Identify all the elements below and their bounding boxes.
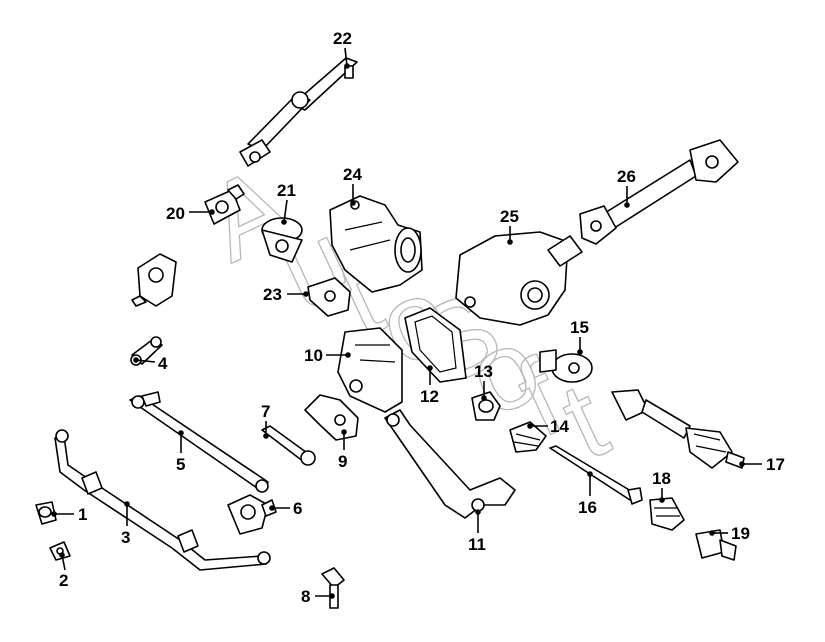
callout-9: 9 (338, 429, 347, 471)
part-gasket (404, 307, 467, 383)
callout-label: 10 (304, 346, 323, 365)
callout-label: 17 (766, 455, 785, 474)
callout-label: 4 (158, 354, 168, 373)
part-differential-carrier (455, 231, 583, 326)
part-idler-arm (227, 494, 277, 535)
callout-label: 2 (59, 571, 68, 590)
callout-25: 25 (500, 207, 519, 245)
callout-12: 12 (420, 365, 439, 406)
callout-label: 1 (78, 505, 87, 524)
callout-label: 5 (176, 455, 185, 474)
callout-label: 26 (617, 167, 636, 186)
callout-label: 22 (333, 29, 352, 48)
callout-label: 15 (570, 318, 589, 337)
callout-21: 21 (277, 181, 296, 225)
part-bracket (307, 277, 351, 317)
callouts: 22 20 21 24 23 25 (51, 29, 785, 606)
part-tie-rod-end (261, 425, 316, 466)
callout-label: 8 (301, 587, 310, 606)
callout-label: 25 (500, 207, 519, 226)
callout-label: 13 (474, 362, 493, 381)
callout-label: 9 (338, 452, 347, 471)
callout-4: 4 (133, 354, 168, 373)
part-axle-shaft (549, 445, 643, 505)
callout-14: 14 (527, 417, 569, 436)
part-hub-flange (539, 349, 593, 383)
callout-6: 6 (269, 499, 302, 518)
callout-24: 24 (343, 165, 362, 206)
callout-label: 20 (166, 204, 185, 223)
callout-15: 15 (570, 318, 589, 355)
part-control-arm (384, 409, 516, 519)
callout-label: 18 (652, 469, 671, 488)
callout-23: 23 (263, 285, 309, 304)
part-universal-joint (204, 184, 245, 225)
callout-label: 11 (468, 535, 486, 554)
part-power-steering-pump (131, 253, 177, 307)
callout-5: 5 (176, 430, 185, 474)
callout-1: 1 (51, 505, 87, 524)
part-tie-rod (129, 391, 269, 493)
callout-2: 2 (59, 552, 68, 590)
callout-26: 26 (617, 167, 636, 208)
callout-label: 21 (277, 181, 296, 200)
callout-13: 13 (474, 362, 493, 401)
part-clamp (49, 541, 71, 561)
callout-11: 11 (468, 509, 486, 554)
callout-8: 8 (301, 587, 335, 606)
part-stabilizer-bar (54, 429, 271, 571)
callout-label: 12 (420, 387, 439, 406)
part-cv-boot-small (509, 421, 547, 453)
callout-19: 19 (709, 524, 750, 543)
part-cv-joint (695, 529, 737, 561)
callout-20: 20 (166, 204, 215, 223)
callout-10: 10 (304, 346, 351, 365)
part-bushing (35, 501, 57, 525)
callout-label: 7 (261, 402, 270, 421)
part-drive-shaft (611, 389, 745, 469)
callout-18: 18 (652, 469, 671, 503)
callout-3: 3 (121, 501, 130, 547)
part-steering-gear (329, 195, 423, 293)
callout-22: 22 (333, 29, 352, 69)
part-mount-bracket (304, 394, 359, 441)
callout-label: 24 (343, 165, 362, 184)
callout-label: 3 (121, 528, 130, 547)
part-flange-coupler (261, 217, 303, 263)
callout-label: 6 (293, 499, 302, 518)
part-stud-bolt (321, 567, 345, 609)
part-steering-shaft (239, 57, 358, 167)
part-differential-bushing (471, 391, 501, 421)
callout-7: 7 (261, 402, 270, 439)
callout-label: 19 (731, 524, 750, 543)
part-cv-boot-large (649, 497, 685, 531)
part-cover-plate (337, 327, 403, 413)
callout-16: 16 (578, 471, 597, 517)
callout-17: 17 (739, 455, 785, 474)
part-propeller-shaft (579, 139, 739, 245)
callout-label: 23 (263, 285, 282, 304)
callout-label: 16 (578, 498, 597, 517)
callout-label: 14 (550, 417, 569, 436)
